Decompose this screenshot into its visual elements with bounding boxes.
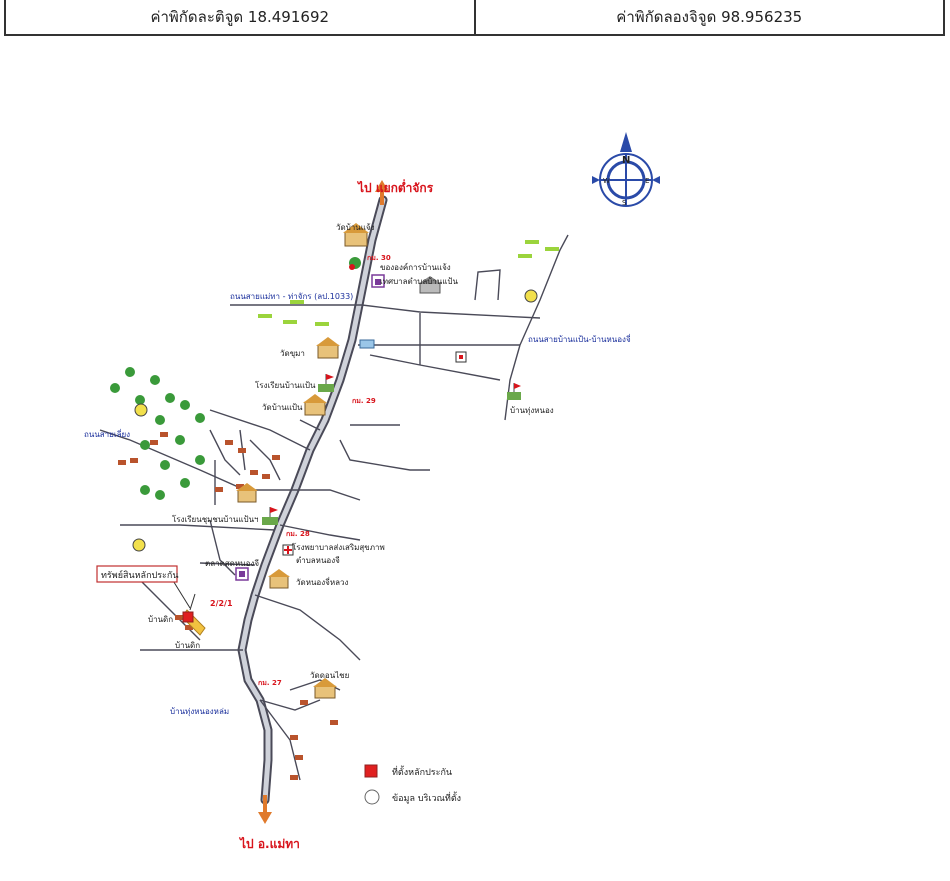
info-marker [132,538,146,552]
place-label: โรงเรียนชุมชนบ้านแป้นฯ [172,514,259,524]
school-flag-icon [262,507,278,525]
place-label: ตำบลหนองจี [296,556,340,565]
health-office-icon [455,351,467,363]
school-flag-icon [318,374,334,392]
road-label: ถนนสายแม่ทา - ท่าจักร (ลป.1033) [230,292,353,301]
longitude-cell: ค่าพิกัดลองจิจูด 98.956235 [473,0,944,34]
place-label: บ้านดิก [175,641,200,650]
field-marks [258,240,559,326]
government-building-icon [418,276,442,294]
south-direction-arrow [258,795,272,824]
north-direction-arrow [375,180,389,205]
collateral-callout-text: ทรัพย์สินหลักประกัน [101,569,179,581]
compass-e: E [645,177,649,185]
tree-icon [349,257,361,270]
collateral-site-number: 2/2/1 [210,599,233,608]
place-label: วัดหนองจี่หลวง [296,576,348,587]
road-label: ถนนสายบ้านแป้น-บ้านหนองจี่ [528,333,631,344]
km-marker: กม. 27 [258,679,282,687]
place-label: วัดดอนไชย [310,671,349,680]
info-marker [524,289,538,303]
temple-icon [316,337,340,359]
road-label: ถนนสายเลี่ยง [84,428,130,439]
compass-rose-icon [592,132,660,207]
place-label: ขององค์การบ้านแจ้ง [380,262,451,272]
place-label: โรงเรียนบ้านแป้น [255,380,316,390]
water-tank-icon [359,339,375,349]
office-icon [371,274,385,288]
tree-cluster [110,367,205,500]
main-highway [237,195,388,805]
km-marker: กม. 29 [352,397,376,405]
legend-collateral-label: ที่ตั้งหลักประกัน [392,765,452,778]
place-label: โรงพยาบาลส่งเสริมสุขภาพ [292,542,385,552]
north-destination-label: ไป แยกต่ำจักร [356,179,434,195]
legend-info-label: ข้อมูล บริเวณที่ตั้ง [392,791,461,804]
road-label: บ้านทุ่งหนองหล่ม [170,707,229,716]
collateral-callout[interactable]: ทรัพย์สินหลักประกัน [96,565,179,583]
place-label: วัดบ้านแป้น [262,403,303,412]
compass-s: S [622,199,627,207]
place-label: บ้านทุ่งหนอง [510,406,554,415]
school-flag-icon [507,383,521,400]
temple-icon [313,678,337,699]
place-label: เทศบาลตำบลบ้านแป้น [380,277,459,286]
village-houses [118,432,338,780]
place-label: วัดบ้านแจ้ง [336,223,375,232]
km-marker: กม. 28 [286,530,310,538]
coordinate-table: ค่าพิกัดละติจูด 18.491692 ค่าพิกัดลองจิจ… [4,0,945,36]
compass-n: N [622,155,630,166]
temple-icon [343,223,369,247]
temple-icon [268,569,290,589]
temple-icon [236,483,258,503]
south-destination-label: ไป อ.แม่ทา [238,836,300,851]
temple-icon [303,394,327,416]
compass-w: W [603,177,610,185]
hospital-icon [282,544,294,556]
place-label: บ้านดิก [148,615,173,624]
map-legend: ที่ตั้งหลักประกัน ข้อมูล บริเวณที่ตั้ง [364,764,461,805]
place-label: ตลาดสดหนองจี [205,559,259,568]
market-icon [235,567,249,581]
km-marker: กม. 30 [367,254,391,262]
latitude-cell: ค่าพิกัดละติจูด 18.491692 [150,8,330,26]
place-label: วัดขุมา [280,349,305,358]
info-marker [134,403,148,417]
collateral-site-marker[interactable] [171,578,206,636]
